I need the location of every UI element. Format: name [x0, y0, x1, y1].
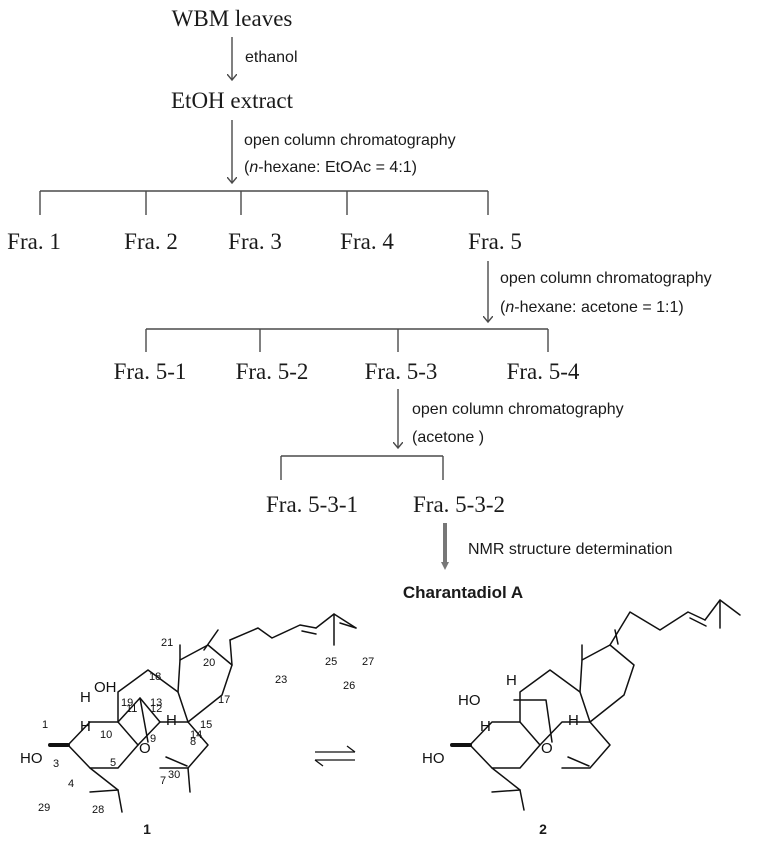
- atom-num-7: 7: [160, 775, 166, 787]
- atom-num-5: 5: [110, 757, 116, 769]
- fraction-bracket-2: [145, 328, 549, 352]
- atom-num-17: 17: [218, 694, 230, 706]
- c3-ho-label-2: HO: [422, 750, 445, 767]
- atom-num-12: 12: [150, 703, 162, 715]
- atom-num-19: 19: [121, 697, 133, 709]
- fraction-5-3-2-label: Fra. 5-3-2: [413, 492, 505, 517]
- fraction-bracket-3: [280, 455, 444, 480]
- atom-num-18: 18: [149, 671, 161, 683]
- c19-ho-label-2: HO: [458, 692, 481, 709]
- fraction-5-3-label: Fra. 5-3: [365, 359, 438, 384]
- product-label: Charantadiol A: [403, 583, 523, 602]
- atom-num-4: 4: [68, 778, 74, 790]
- fraction-1-label: Fra. 1: [7, 229, 61, 254]
- atom-num-20: 20: [203, 657, 215, 669]
- step4-method: open column chromatography: [412, 401, 624, 418]
- step2-conditions: (n-hexane: EtOAc = 4:1): [244, 159, 417, 176]
- atom-num-29: 29: [38, 802, 50, 814]
- c19-h-label-2: H: [506, 672, 517, 689]
- atom-num-9: 9: [150, 733, 156, 745]
- fraction-bracket-1: [39, 190, 489, 215]
- atom-num-21: 21: [161, 637, 173, 649]
- fraction-4-label: Fra. 4: [340, 229, 394, 254]
- structure-2: [450, 599, 741, 811]
- compound-2-label: 2: [539, 821, 547, 837]
- extraction-solvent-label: ethanol: [245, 49, 298, 66]
- step2-method: open column chromatography: [244, 132, 456, 149]
- c8-h-label-2: H: [568, 712, 579, 729]
- atom-num-26: 26: [343, 680, 355, 692]
- step4-conditions: (acetone ): [412, 429, 484, 446]
- equilibrium-arrows: [314, 745, 356, 767]
- fraction-5-4-label: Fra. 5-4: [507, 359, 580, 384]
- ether-o-label: O: [139, 740, 151, 757]
- step3-italic: n: [505, 299, 514, 316]
- extract-label: EtOH extract: [171, 88, 294, 113]
- step3-eluent: -hexane: acetone = 1:1): [514, 299, 683, 316]
- atom-num-25: 25: [325, 656, 337, 668]
- step3-conditions: (n-hexane: acetone = 1:1): [500, 299, 684, 316]
- c9-h-label: H: [80, 718, 91, 735]
- atom-num-1: 1: [42, 719, 48, 731]
- fraction-5-2-label: Fra. 5-2: [236, 359, 309, 384]
- atom-num-13: 13: [150, 697, 162, 709]
- fraction-3-label: Fra. 3: [228, 229, 282, 254]
- c19-oh-label: OH: [94, 679, 117, 696]
- c9-h-label-2: H: [480, 718, 491, 735]
- atom-num-14: 14: [190, 729, 202, 741]
- c8-h-label: H: [166, 712, 177, 729]
- atom-num-8: 8: [190, 736, 196, 748]
- step2-italic: n: [249, 159, 258, 176]
- fraction-5-3-1-label: Fra. 5-3-1: [266, 492, 358, 517]
- fraction-5-1-label: Fra. 5-1: [114, 359, 187, 384]
- atom-num-27: 27: [362, 656, 374, 668]
- compound-1-label: 1: [143, 821, 151, 837]
- atom-num-11: 11: [126, 703, 137, 715]
- step2-eluent: -hexane: EtOAc = 4:1): [258, 159, 417, 176]
- ether-o-label-2: O: [541, 740, 553, 757]
- atom-num-28: 28: [92, 804, 104, 816]
- atom-num-30: 30: [168, 769, 180, 781]
- start-material-label: WBM leaves: [172, 6, 293, 31]
- atom-num-3: 3: [53, 758, 59, 770]
- fraction-2-label: Fra. 2: [124, 229, 178, 254]
- structure-1: [48, 613, 357, 813]
- atom-num-10: 10: [100, 729, 112, 741]
- step5-method: NMR structure determination: [468, 541, 673, 558]
- c3-ho-label: HO: [20, 750, 43, 767]
- fraction-5-label: Fra. 5: [468, 229, 522, 254]
- atom-num-15: 15: [200, 719, 212, 731]
- step3-method: open column chromatography: [500, 270, 712, 287]
- atom-num-23: 23: [275, 674, 287, 686]
- c19-h-label: H: [80, 689, 91, 706]
